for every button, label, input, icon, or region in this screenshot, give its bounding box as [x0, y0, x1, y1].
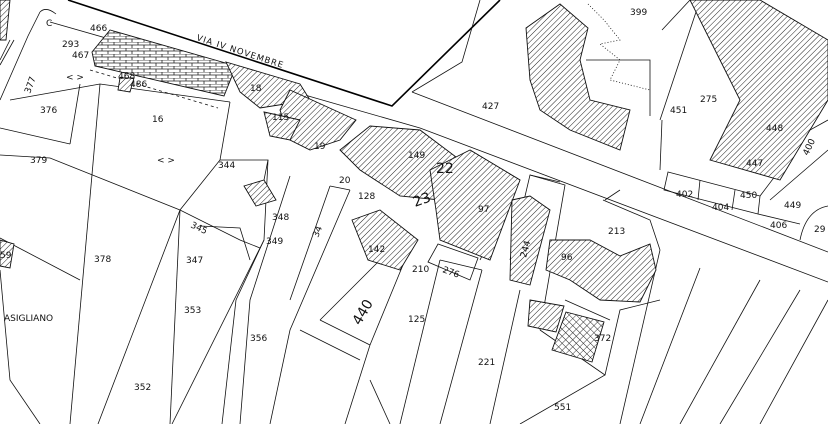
parcel-486: 486	[130, 80, 147, 90]
parcel-115: 115	[272, 113, 289, 123]
parcel-210: 210	[412, 265, 429, 275]
parcel-142: 142	[368, 245, 385, 255]
parcel-376: 376	[40, 106, 57, 116]
parcel-23: 23	[411, 190, 433, 211]
parcel-551: 551	[554, 403, 571, 413]
parcel-356: 356	[250, 334, 267, 344]
parcel-402: 402	[676, 190, 693, 200]
parcel-29: 29	[814, 225, 826, 235]
parcel-96: 96	[561, 253, 573, 263]
parcel-349: 349	[266, 237, 283, 247]
parcel-447: 447	[746, 159, 763, 169]
parcel-16: 16	[152, 115, 164, 125]
parcel-18: 18	[250, 84, 262, 94]
dashed-lines	[89, 3, 651, 109]
buildings	[0, 0, 828, 363]
parcel-377: 377	[23, 75, 38, 95]
parcel-344: 344	[218, 161, 235, 171]
parcel-20: 20	[339, 176, 351, 186]
parcel-149: 149	[408, 151, 425, 161]
parcel-448: 448	[766, 124, 783, 134]
parcel-379: 379	[30, 156, 47, 166]
parcel-449: 449	[784, 201, 801, 211]
parcel-451: 451	[670, 106, 687, 116]
parcel-221: 221	[478, 358, 495, 368]
parcel-450: 450	[740, 191, 757, 201]
parcel-467: 467	[72, 51, 89, 61]
parcel-468: 468	[118, 72, 135, 82]
parcel-372: 372	[594, 334, 611, 344]
parcel-347: 347	[186, 256, 203, 266]
arrow-marker-center: < >	[157, 156, 175, 166]
parcel-97: 97	[478, 205, 489, 215]
parcel-466: 466	[90, 24, 107, 34]
parcel-352: 352	[134, 383, 151, 393]
parcel-22: 22	[436, 161, 454, 177]
parcel-244: 244	[519, 239, 533, 258]
parcel-125: 125	[408, 315, 425, 325]
parcel-19: 19	[314, 142, 326, 152]
parcel-34: 34	[312, 225, 326, 240]
parcel-275: 275	[700, 95, 717, 105]
parcel-213: 213	[608, 227, 625, 237]
parcel-378: 378	[94, 255, 111, 265]
parcel-128: 128	[358, 192, 375, 202]
parcel-427: 427	[482, 102, 499, 112]
parcel-399: 399	[630, 8, 647, 18]
parcel-276: 276	[441, 265, 461, 280]
place-name: ASIGLIANO	[4, 314, 53, 324]
parcel-59: 59	[0, 251, 12, 261]
parcel-353: 353	[184, 306, 201, 316]
parcel-348: 348	[272, 213, 289, 223]
arrow-marker-left: < >	[66, 73, 84, 83]
parcel-labels: 466 293 467 468 486 377 376 16 379 18 11…	[0, 8, 826, 413]
parcel-440: 440	[350, 297, 377, 328]
sheet-letter-label: C	[46, 19, 52, 29]
parcel-404: 404	[712, 203, 729, 213]
parcel-406: 406	[770, 221, 787, 231]
parcel-293: 293	[62, 40, 79, 50]
